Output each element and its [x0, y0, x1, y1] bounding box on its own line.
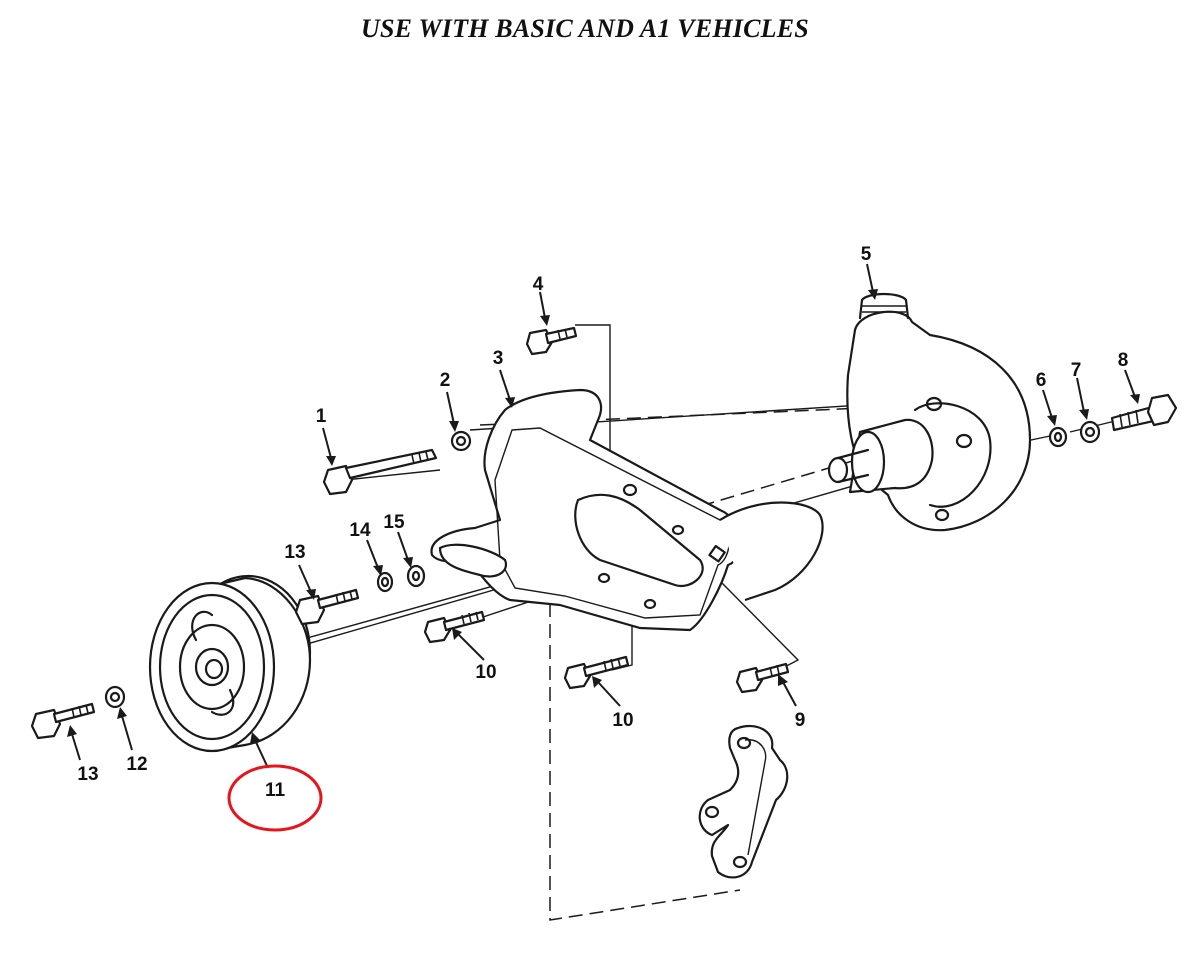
callout-leaders	[67, 263, 1140, 769]
highlight-circle	[227, 764, 323, 832]
callout-6: 6	[1036, 370, 1047, 391]
page-title: USE WITH BASIC AND A1 VEHICLES	[361, 14, 809, 43]
callout-4: 4	[533, 274, 544, 295]
washer-15	[406, 564, 426, 588]
lock-washer-7	[1079, 420, 1101, 444]
bolt-13-upper	[294, 588, 360, 626]
power-steering-pump	[827, 292, 1032, 532]
callout-12: 12	[126, 754, 147, 775]
callout-3: 3	[493, 348, 504, 369]
bolt-4	[525, 326, 578, 356]
pump-mounting-bracket	[430, 388, 824, 632]
callout-15: 15	[383, 512, 405, 533]
callout-13-upper: 13	[284, 542, 305, 563]
bolt-13-lower	[30, 702, 96, 740]
callout-2: 2	[440, 370, 451, 391]
callout-numbers: 1 2 3 4 5 6 7 8 9 10 10 11 12 13 13 14 1…	[77, 244, 1128, 801]
callout-10-upper: 10	[475, 662, 496, 683]
callout-9: 9	[795, 710, 806, 731]
lower-plate	[698, 724, 789, 879]
callout-14: 14	[349, 520, 371, 541]
bolt-1	[322, 448, 438, 496]
lock-washer-14	[376, 571, 394, 593]
bolt-9	[735, 662, 790, 694]
bolt-10-upper	[423, 610, 486, 644]
bolt-10-lower	[563, 655, 630, 690]
callout-13-lower: 13	[77, 764, 98, 785]
washer-6	[1048, 426, 1068, 448]
callout-1: 1	[316, 406, 327, 427]
callout-8: 8	[1118, 350, 1129, 371]
pulley	[148, 574, 312, 753]
washer-2	[450, 430, 472, 452]
washer-12	[104, 685, 126, 709]
callout-11: 11	[265, 780, 286, 801]
callout-5: 5	[861, 244, 872, 265]
bolt-8	[1110, 393, 1178, 432]
callout-10-lower: 10	[612, 710, 633, 731]
callout-7: 7	[1071, 360, 1082, 381]
